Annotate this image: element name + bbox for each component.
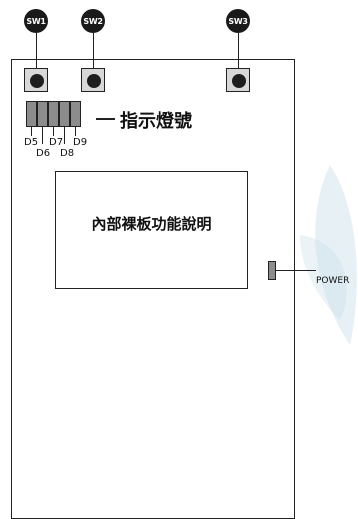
sw3-button[interactable] xyxy=(226,68,250,92)
sw3-badge: SW3 xyxy=(226,9,250,33)
led-d9-label: D9 xyxy=(73,137,88,148)
sw3-label: SW3 xyxy=(228,16,248,26)
sw1-button[interactable] xyxy=(24,68,48,92)
led-d6-label: D6 xyxy=(36,148,51,159)
sw2-label: SW2 xyxy=(83,16,103,26)
sw1-knob xyxy=(30,74,44,88)
sw3-lead-line xyxy=(238,33,239,68)
power-label: POWER xyxy=(316,276,350,286)
description-box: 內部裸板功能說明 xyxy=(55,171,248,289)
sw1-label: SW1 xyxy=(26,16,46,26)
indicator-label: 指示燈號 xyxy=(120,111,192,132)
led-d8 xyxy=(59,101,70,127)
power-connector xyxy=(268,261,276,280)
led-d6-lead xyxy=(42,127,43,144)
led-d7-label: D7 xyxy=(49,137,64,148)
description-text: 內部裸板功能說明 xyxy=(91,215,212,233)
sw2-knob xyxy=(87,74,101,88)
led-d7-lead xyxy=(53,127,54,136)
led-d5-lead xyxy=(31,127,32,136)
led-d8-label: D8 xyxy=(60,148,75,159)
led-d8-lead xyxy=(64,127,65,144)
led-d9 xyxy=(70,101,81,127)
sw2-lead-line xyxy=(93,33,94,68)
led-d5-label: D5 xyxy=(24,137,39,148)
led-d6 xyxy=(37,101,48,127)
indicator-callout-line xyxy=(96,118,115,120)
sw1-lead-line xyxy=(36,33,37,68)
led-d7 xyxy=(48,101,59,127)
power-lead-line xyxy=(276,270,316,271)
sw2-badge: SW2 xyxy=(81,9,105,33)
led-d9-lead xyxy=(75,127,76,136)
sw1-badge: SW1 xyxy=(24,9,48,33)
sw2-button[interactable] xyxy=(81,68,105,92)
led-d5 xyxy=(26,101,37,127)
sw3-knob xyxy=(232,74,246,88)
